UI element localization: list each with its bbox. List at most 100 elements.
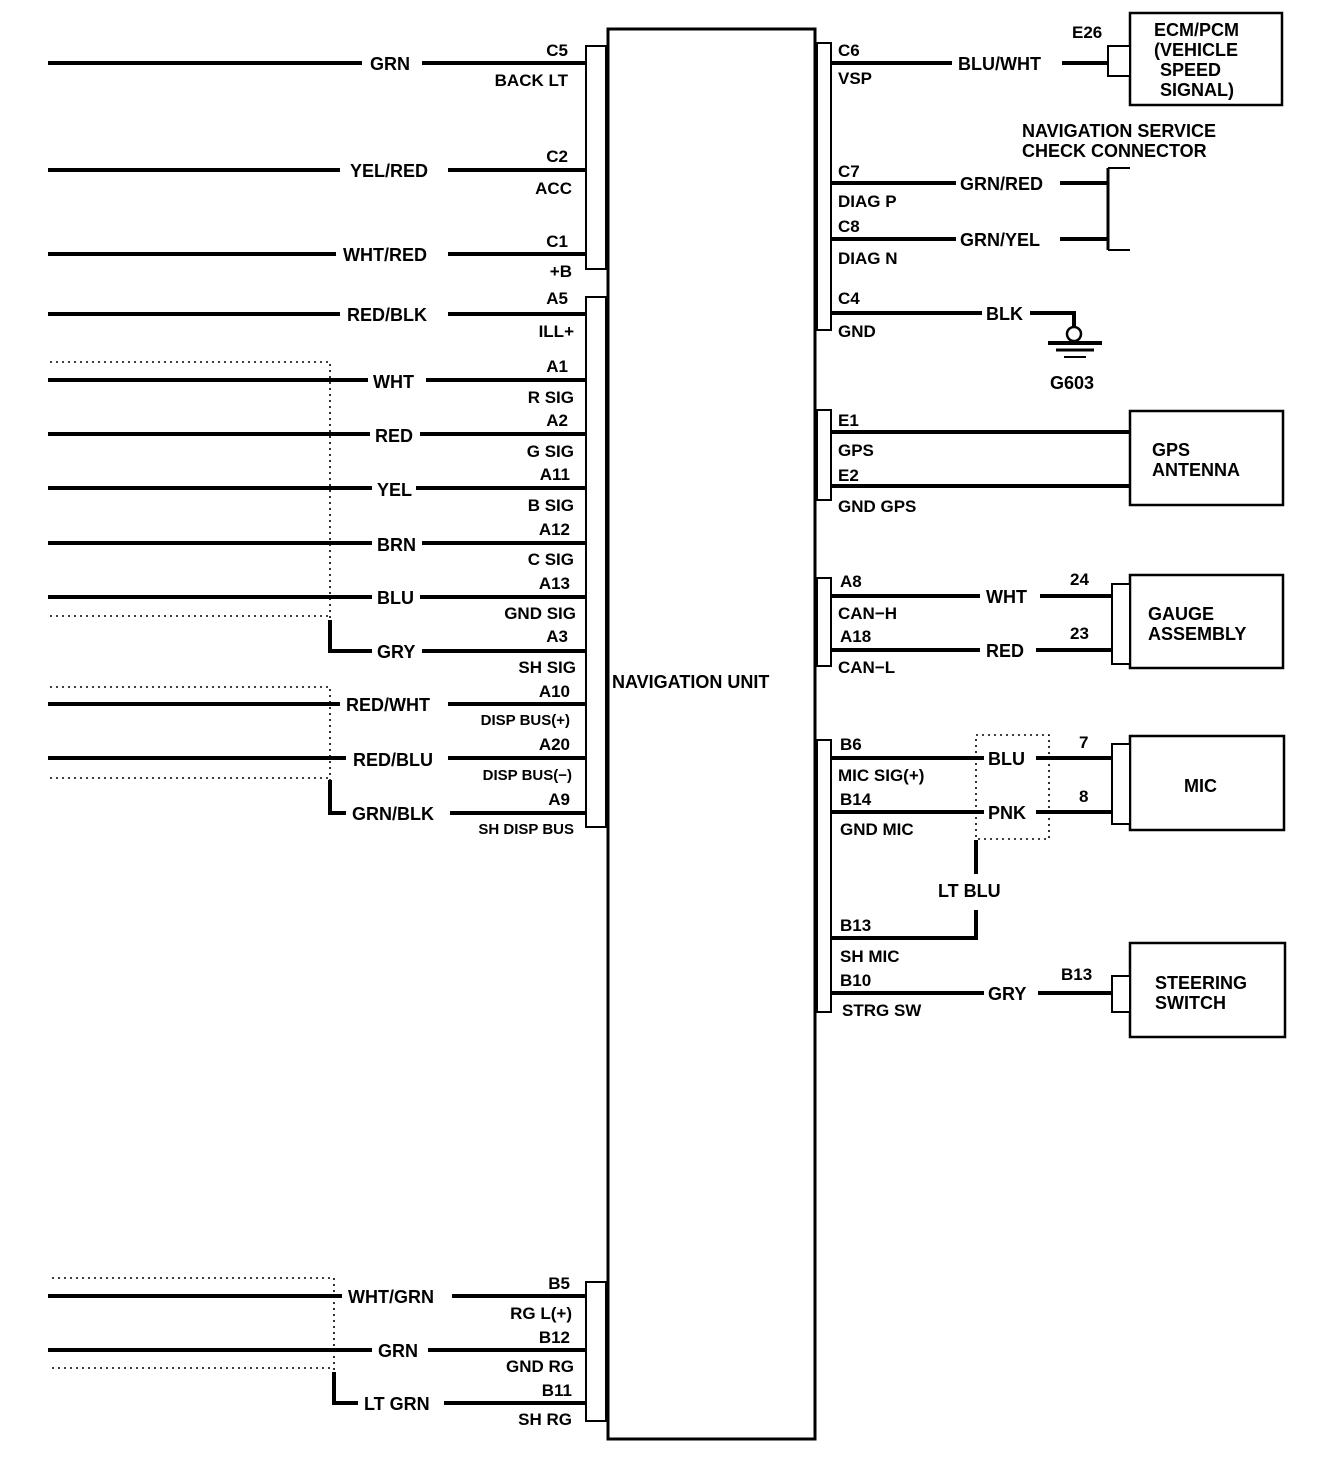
wire-gry-a3 (328, 620, 372, 653)
left-shields (50, 361, 335, 1372)
pin-label: C1 (546, 232, 568, 251)
signal-label: GND RG (506, 1357, 574, 1376)
pin-label: E2 (838, 466, 859, 485)
wire-label: PNK (988, 803, 1026, 823)
pin-label: A2 (546, 411, 568, 430)
wire-label: GRN/BLK (352, 804, 434, 824)
signal-label: GND SIG (504, 604, 576, 623)
left-connector-a (585, 296, 607, 828)
signal-label: GND (838, 322, 876, 341)
pin-label: B6 (840, 735, 862, 754)
ground-terminal (1065, 325, 1083, 343)
wire-label: GRN (370, 54, 410, 74)
pin-label: C2 (546, 147, 568, 166)
ecm-pcm-box (1128, 11, 1284, 107)
wire-label: LT GRN (364, 1394, 430, 1414)
signal-label: +B (550, 262, 572, 281)
signal-label: ACC (535, 179, 572, 198)
steering-switch-label: SWITCH (1155, 993, 1226, 1013)
shield-rg (52, 1277, 335, 1372)
terminal-number: B13 (1061, 965, 1092, 984)
left-pin-labels: C5 BACK LT C2 ACC C1 +B A5 ILL+ A1 R SIG… (478, 41, 576, 1429)
pin-label: C8 (838, 217, 860, 236)
pin-label: A11 (540, 465, 570, 484)
wire-label: RED/BLK (347, 305, 427, 325)
pin-label: A13 (539, 574, 570, 593)
right-connector-a (816, 577, 832, 667)
pin-label: C6 (838, 41, 860, 60)
wire-label: WHT (373, 372, 414, 392)
wire-grn-blk-a9 (328, 780, 346, 815)
gauge-assembly-label: ASSEMBLY (1148, 624, 1246, 644)
signal-label: DIAG N (838, 249, 898, 268)
steering-connector (1111, 975, 1131, 1013)
gps-antenna-label: ANTENNA (1152, 460, 1240, 480)
pin-label: A20 (539, 735, 570, 754)
left-connector-c (585, 45, 607, 270)
wire-label: WHT/GRN (348, 1287, 434, 1307)
wire-label: RED/WHT (346, 695, 430, 715)
terminal-number: 7 (1079, 733, 1088, 752)
right-connector-b (816, 739, 832, 1013)
left-wires (48, 61, 586, 1405)
ecm-label: ECM/PCM (1154, 20, 1239, 40)
signal-label: DISP BUS(−) (483, 767, 572, 784)
signal-label: SH MIC (840, 947, 900, 966)
wire-label: BLU (377, 588, 414, 608)
pin-label: A1 (546, 357, 568, 376)
pin-label: A3 (546, 627, 568, 646)
signal-label: C SIG (528, 550, 574, 569)
pin-label: E1 (838, 411, 859, 430)
steering-switch-label: STEERING (1155, 973, 1247, 993)
navigation-unit-box (606, 27, 817, 1441)
wire-label: BRN (377, 535, 416, 555)
wire-label: BLK (986, 304, 1023, 324)
pin-label: A8 (840, 572, 862, 591)
gauge-connector (1111, 583, 1131, 665)
signal-label: SH RG (518, 1410, 572, 1429)
signal-label: SH SIG (518, 658, 576, 677)
ground-symbol (1048, 325, 1102, 358)
signal-label: GPS (838, 441, 874, 460)
ecm-label: SPEED (1160, 60, 1221, 80)
wire-lt-grn-b11 (332, 1372, 358, 1405)
pin-label: B13 (840, 916, 871, 935)
mic-shield (975, 734, 1050, 840)
wire-label: GRN/RED (960, 174, 1043, 194)
mic-connector (1111, 743, 1131, 825)
pin-label: B14 (840, 790, 872, 809)
gps-antenna-label: GPS (1152, 440, 1190, 460)
right-connector-c (816, 42, 832, 331)
signal-label: CAN−H (838, 604, 897, 623)
wire-label: YEL (377, 480, 412, 500)
signal-label: SH DISP BUS (478, 821, 574, 838)
terminal-number: 24 (1070, 570, 1089, 589)
pin-label: B11 (542, 1381, 572, 1400)
signal-label: R SIG (528, 388, 574, 407)
pin-label: A10 (539, 682, 570, 701)
signal-label: G SIG (527, 442, 574, 461)
service-connector-label: CHECK CONNECTOR (1022, 141, 1207, 161)
navigation-unit-label: NAVIGATION UNIT (612, 672, 769, 692)
pin-label: A12 (539, 520, 570, 539)
wire-label: YEL/RED (350, 161, 428, 181)
gauge-assembly-label: GAUGE (1148, 604, 1214, 624)
pin-label: A5 (546, 289, 568, 308)
signal-label: STRG SW (842, 1001, 922, 1020)
steering-switch-box (1128, 941, 1287, 1039)
service-connector-label: NAVIGATION SERVICE (1022, 121, 1216, 141)
signal-label: RG L(+) (510, 1304, 572, 1323)
signal-label: BACK LT (495, 71, 569, 90)
ecm-label: SIGNAL) (1160, 80, 1234, 100)
signal-label: VSP (838, 69, 872, 88)
gps-antenna-box (1128, 409, 1285, 507)
wire-label: WHT/RED (343, 245, 427, 265)
wire-label: BLU (988, 749, 1025, 769)
wire-label: RED/BLU (353, 750, 433, 770)
mic-box (1128, 734, 1286, 832)
signal-label: CAN−L (838, 658, 895, 677)
shield-rgb-signal (50, 361, 331, 620)
signal-label: GND GPS (838, 497, 916, 516)
signal-label: ILL+ (539, 322, 574, 341)
pin-label: C4 (838, 289, 860, 308)
